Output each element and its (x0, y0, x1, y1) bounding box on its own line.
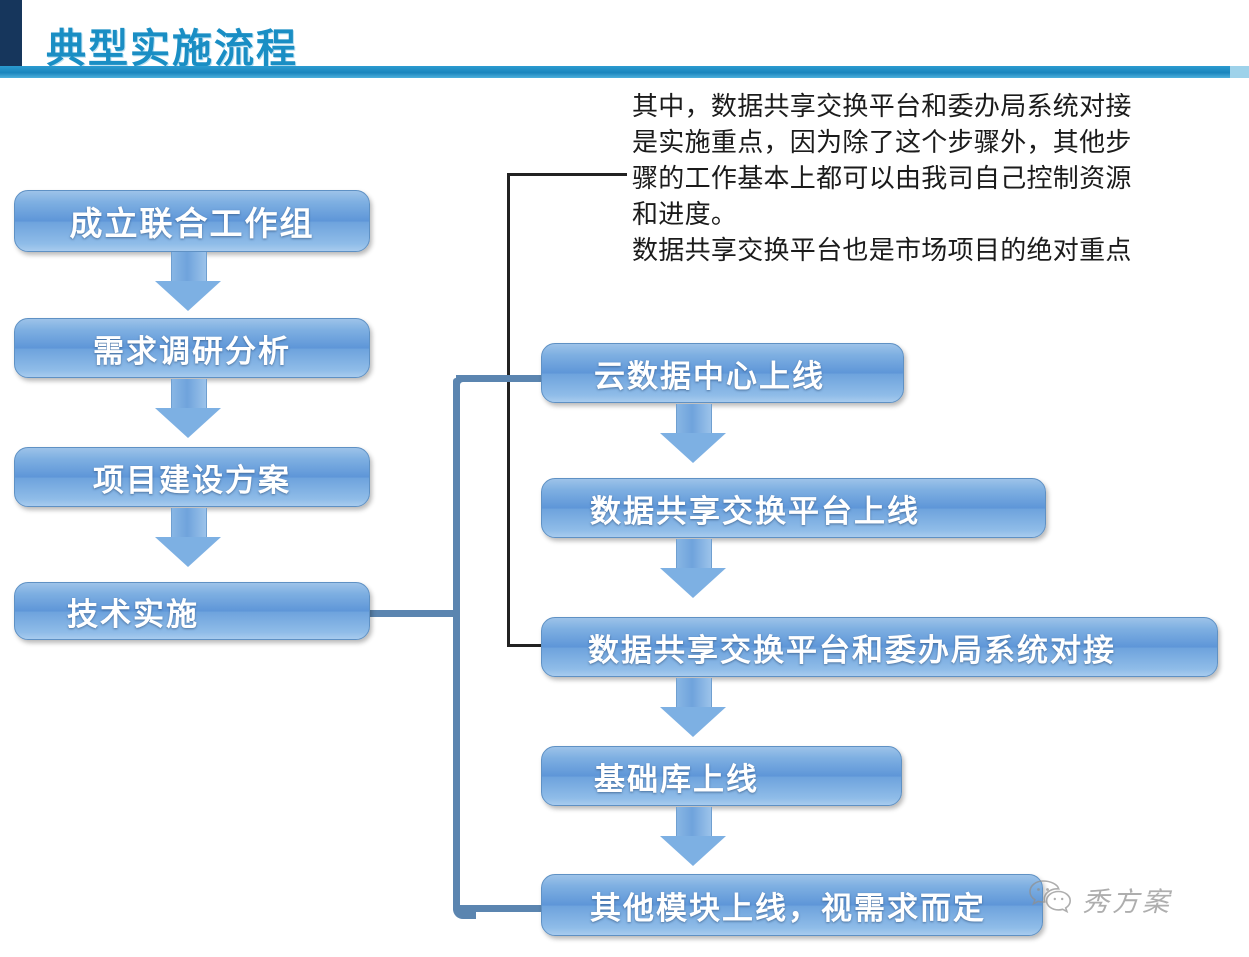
flow-node-label: 数据共享交换平台和委办局系统对接 (588, 632, 1116, 668)
flow-node-requirements-research-analysis[interactable]: 需求调研分析 (14, 318, 370, 378)
header-left-accent-block (0, 0, 22, 72)
wechat-icon (1028, 878, 1074, 921)
header-divider-rule (0, 66, 1249, 78)
flow-node-label: 成立联合工作组 (69, 205, 315, 242)
flow-node-label: 需求调研分析 (93, 333, 291, 369)
annotation-line-1: 其中，数据共享交换平台和委办局系统对接 (632, 91, 1132, 121)
annotation-line-5: 数据共享交换平台也是市场项目的绝对重点 (632, 235, 1132, 265)
flow-node-label: 项目建设方案 (93, 462, 291, 498)
annotation-line-3: 骤的工作基本上都可以由我司自己控制资源 (632, 163, 1132, 193)
connector-vertical-trunk (453, 378, 460, 912)
flow-node-label: 基础库上线 (594, 761, 759, 797)
flow-node-project-construction-plan[interactable]: 项目建设方案 (14, 447, 370, 507)
annotation-line-4: 和进度。 (632, 199, 738, 229)
flow-node-label: 技术实施 (67, 596, 199, 632)
flow-node-label: 数据共享交换平台上线 (590, 493, 920, 529)
page-title: 典型实施流程 (46, 27, 298, 71)
flow-node-data-sharing-exchange-platform-online[interactable]: 数据共享交换平台上线 (541, 478, 1046, 538)
connector-to-other-modules (456, 905, 548, 912)
flow-node-technical-implementation[interactable]: 技术实施 (14, 582, 370, 640)
flow-node-label: 云数据中心上线 (594, 358, 825, 394)
flow-node-establish-joint-working-group[interactable]: 成立联合工作组 (14, 190, 370, 252)
connector-to-cloud-data-center (456, 375, 548, 382)
flow-node-other-modules-online[interactable]: 其他模块上线，视需求而定 (541, 874, 1043, 936)
flow-node-base-database-online[interactable]: 基础库上线 (541, 746, 902, 806)
watermark: 秀方案 (1028, 878, 1172, 921)
annotation-leader-vertical-segment (507, 173, 510, 647)
watermark-text: 秀方案 (1082, 887, 1172, 917)
flow-node-platform-and-bureau-system-docking[interactable]: 数据共享交换平台和委办局系统对接 (541, 617, 1218, 677)
header-divider-rule-tail (1230, 66, 1249, 78)
annotation-line-2: 是实施重点，因为除了这个步骤外，其他步 (632, 127, 1132, 157)
flow-node-cloud-data-center-online[interactable]: 云数据中心上线 (541, 343, 904, 403)
annotation-leader-top-segment (507, 173, 627, 176)
annotation-note: 其中，数据共享交换平台和委办局系统对接 是实施重点，因为除了这个步骤外，其他步 … (632, 88, 1192, 268)
flow-node-label: 其他模块上线，视需求而定 (590, 890, 986, 926)
annotation-leader-bottom-segment (507, 644, 547, 647)
connector-from-technical-implementation (368, 610, 460, 617)
